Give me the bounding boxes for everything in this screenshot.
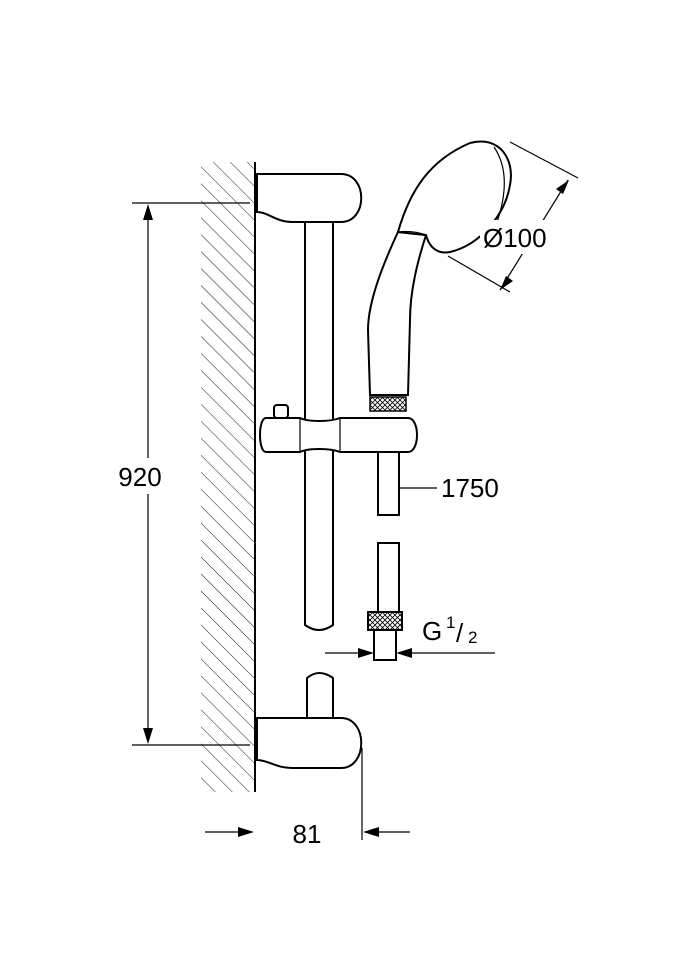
connection-label: G — [422, 616, 442, 646]
wall-section — [201, 162, 256, 792]
slide-holder — [259, 404, 418, 453]
hose-length-value: 1750 — [441, 473, 499, 503]
hose-nut — [367, 611, 403, 661]
connection-prefix: G — [422, 616, 442, 646]
connection-slash: / — [456, 618, 464, 648]
height-value: 920 — [118, 462, 161, 492]
projection-value: 81 — [293, 819, 322, 849]
bottom-wall-bracket — [256, 717, 363, 769]
connection-denominator: 2 — [468, 628, 477, 647]
diameter-value: Ø100 — [483, 223, 547, 253]
projection-dimension — [205, 748, 410, 840]
hand-shower — [366, 140, 512, 412]
rail-tube — [304, 219, 334, 741]
height-dim-bg — [112, 458, 172, 494]
hose-upper — [377, 447, 400, 516]
diameter-dim-bg — [480, 220, 576, 254]
connection-numerator: 1 — [446, 613, 455, 632]
connection-dimension — [325, 648, 495, 658]
top-wall-bracket — [256, 173, 363, 223]
hose-lower — [377, 542, 400, 613]
